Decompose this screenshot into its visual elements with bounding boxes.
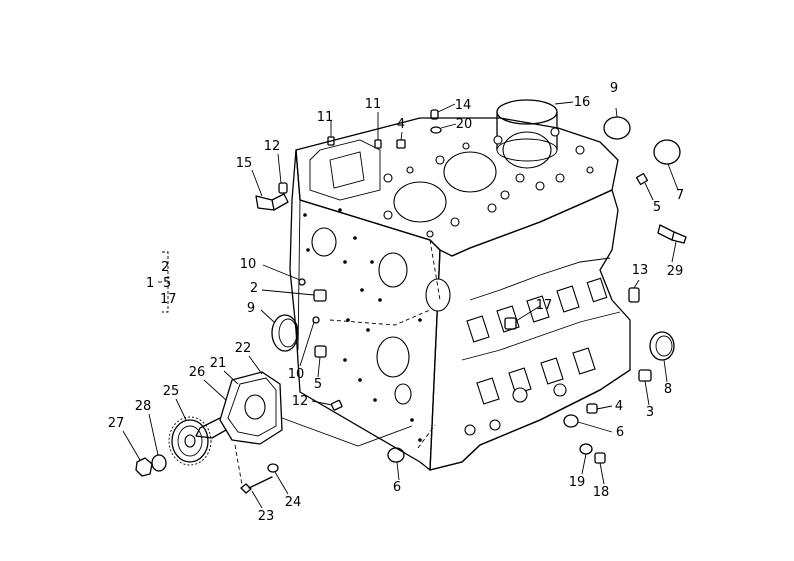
front-face-bolt-dots — [303, 208, 422, 442]
bracket-main-label: 1 — [146, 276, 154, 291]
callout-label: 2 — [250, 281, 258, 296]
seal-ring-eight-inner — [655, 335, 673, 357]
callout-label: 5 — [314, 377, 322, 392]
plug-six-bottom — [387, 447, 405, 463]
callout-label: 6 — [393, 480, 401, 495]
callout-label: 14 — [455, 98, 472, 113]
callout-label: 4 — [615, 399, 623, 414]
plug-seventeen — [504, 317, 517, 330]
callout-label: 26 — [189, 365, 206, 380]
seal-ring-nine — [271, 314, 299, 352]
callout-label: 21 — [210, 356, 227, 371]
callout-label: 11 — [365, 97, 382, 112]
plug-five-top — [635, 172, 649, 186]
bracket-middle-label: 5 — [163, 276, 171, 291]
bracket-top-label: 2 — [161, 260, 169, 275]
callout-label: 13 — [632, 263, 649, 278]
manifold-ports — [461, 257, 621, 436]
callout-labels: 1111414201697529121510291051317834612222… — [108, 81, 684, 524]
callout-label: 19 — [569, 475, 586, 490]
leader-lines — [122, 101, 679, 509]
plug-six-right — [563, 414, 579, 428]
callout-label: 25 — [163, 384, 180, 399]
callout-label: 15 — [236, 156, 253, 171]
fitting-fifteen — [255, 193, 289, 211]
expansion-plug-top — [603, 116, 631, 140]
callout-label: 3 — [646, 405, 654, 420]
loose-parts — [255, 109, 687, 464]
plug-five-lower — [314, 345, 327, 358]
oil-pump-assembly — [135, 371, 413, 494]
cylinder-block — [289, 99, 631, 471]
callout-label: 6 — [616, 425, 624, 440]
bolt-three — [638, 369, 652, 382]
pin-twelve-top — [278, 182, 288, 194]
callout-label: 8 — [664, 382, 672, 397]
plug-four-lower — [586, 403, 598, 414]
callout-label: 7 — [676, 188, 684, 203]
seal-ring-eight — [649, 331, 675, 361]
gear-nut — [135, 457, 153, 477]
seal-ring-nine-inner — [278, 318, 298, 348]
group-bracket: 2 5 17 1 — [146, 251, 177, 313]
bracket-bottom-label: 17 — [160, 292, 177, 307]
callout-label: 10 — [240, 257, 257, 272]
pin-ten-upper — [298, 278, 306, 286]
callout-label: 9 — [247, 301, 255, 316]
plug-two — [313, 289, 327, 302]
callout-label: 9 — [610, 81, 618, 96]
callout-label: 28 — [135, 399, 152, 414]
deck-bolt-holes — [383, 127, 594, 238]
gear-washer — [151, 454, 167, 472]
pin-ten-lower — [312, 316, 320, 324]
pin-eleven-b — [374, 139, 382, 149]
washer-nineteen — [579, 443, 593, 455]
cap-seven — [653, 139, 681, 165]
drive-gear — [168, 416, 212, 466]
callout-label: 29 — [667, 264, 684, 279]
callout-label: 18 — [593, 485, 610, 500]
pin-thirteen — [628, 287, 640, 303]
callout-label: 17 — [536, 298, 553, 313]
callout-label: 5 — [653, 200, 661, 215]
callout-label: 11 — [317, 110, 334, 125]
plug-four-top — [396, 139, 406, 149]
callout-label: 10 — [288, 367, 305, 382]
pump-bolt — [240, 476, 273, 494]
callout-label: 12 — [292, 394, 309, 409]
pin-fourteen — [430, 109, 439, 120]
callout-label: 12 — [264, 139, 281, 154]
bolt-eighteen — [594, 452, 606, 464]
callout-label: 24 — [285, 495, 302, 510]
washer-twenty — [430, 126, 442, 134]
pin-twelve-lower — [330, 399, 343, 411]
callout-label: 4 — [397, 117, 405, 132]
callout-label: 27 — [108, 416, 125, 431]
callout-label: 23 — [258, 509, 275, 524]
sensor-twenty-nine — [657, 224, 687, 244]
pump-washer — [267, 463, 279, 473]
callout-label: 20 — [456, 117, 473, 132]
callout-label: 22 — [235, 341, 252, 356]
callout-label: 16 — [574, 95, 591, 110]
